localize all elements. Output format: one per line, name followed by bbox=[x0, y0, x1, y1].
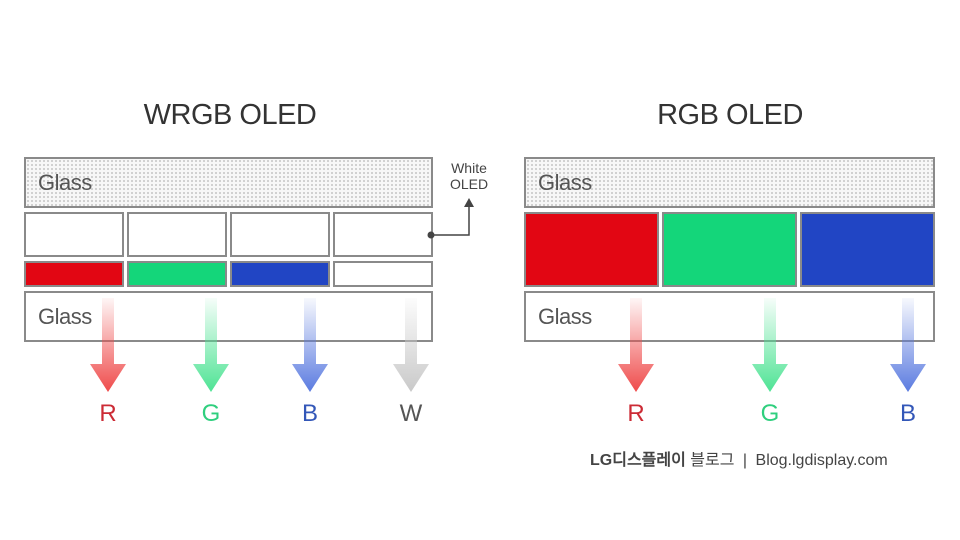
wrgb-white-filter bbox=[333, 261, 433, 287]
wrgb-white-oled-cell-2 bbox=[127, 212, 227, 257]
wrgb-output-r: R bbox=[99, 400, 117, 427]
wrgb-green-filter bbox=[127, 261, 227, 287]
white-oled-connector bbox=[427, 198, 474, 239]
footer-url: Blog.lgdisplay.com bbox=[755, 452, 888, 469]
wrgb-glass-bottom: Glass bbox=[24, 291, 433, 342]
rgb-blue-subpixel bbox=[800, 212, 935, 287]
rgb-glass-bottom-label: Glass bbox=[538, 303, 592, 329]
footer-brand: LG디스플레이 bbox=[590, 452, 686, 469]
wrgb-glass-bottom-label: Glass bbox=[38, 303, 92, 329]
white-oled-callout-line1: White bbox=[451, 160, 487, 176]
wrgb-white-oled-cell-4 bbox=[333, 212, 433, 257]
wrgb-output-w: W bbox=[399, 400, 423, 427]
wrgb-white-oled-cell-1 bbox=[24, 212, 124, 257]
footer-credit: LG디스플레이 블로그 | Blog.lgdisplay.com bbox=[590, 446, 888, 470]
footer-blog: 블로그 bbox=[690, 452, 735, 469]
footer-separator: | bbox=[742, 452, 748, 469]
rgb-output-b: B bbox=[899, 400, 916, 427]
wrgb-red-filter bbox=[24, 261, 124, 287]
rgb-green-subpixel bbox=[662, 212, 797, 287]
wrgb-output-b: B bbox=[301, 400, 318, 427]
rgb-red-subpixel bbox=[524, 212, 659, 287]
wrgb-glass-top: Glass bbox=[24, 157, 433, 208]
wrgb-white-oled-cell-3 bbox=[230, 212, 330, 257]
wrgb-blue-filter bbox=[230, 261, 330, 287]
wrgb-title: WRGB OLED bbox=[143, 99, 317, 131]
rgb-output-g: G bbox=[760, 400, 780, 427]
rgb-glass-bottom: Glass bbox=[524, 291, 935, 342]
rgb-title: RGB OLED bbox=[657, 99, 803, 131]
rgb-glass-top-label: Glass bbox=[538, 169, 592, 195]
white-oled-callout: White OLED bbox=[440, 160, 498, 192]
wrgb-output-g: G bbox=[201, 400, 221, 427]
rgb-glass-top: Glass bbox=[524, 157, 935, 208]
white-oled-callout-line2: OLED bbox=[449, 176, 489, 192]
rgb-output-r: R bbox=[627, 400, 645, 427]
wrgb-glass-top-label: Glass bbox=[38, 169, 92, 195]
